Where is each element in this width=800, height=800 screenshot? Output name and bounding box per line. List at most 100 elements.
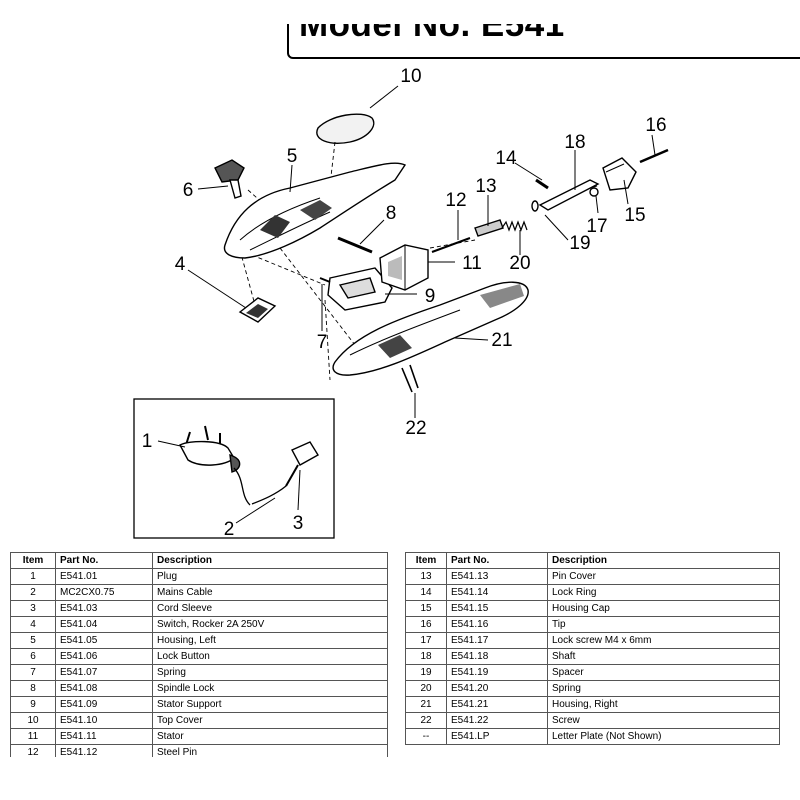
callout-4: 4 (175, 254, 186, 275)
part-switch (238, 297, 277, 323)
callout-1: 1 (142, 431, 153, 452)
cell-part-no: E541.13 (446, 568, 548, 585)
callout-14: 14 (495, 148, 517, 169)
cell-part-no: E541.06 (55, 648, 153, 665)
cell-description: Lock Button (152, 648, 388, 665)
cell-description: Stator (152, 728, 388, 745)
callout-17: 17 (586, 216, 607, 237)
callout-3: 3 (293, 513, 304, 534)
cell-description: Switch, Rocker 2A 250V (152, 616, 388, 633)
callout-15: 15 (624, 205, 645, 226)
cell-item: 2 (10, 584, 56, 601)
cell-part-no: E541.21 (446, 696, 548, 713)
cell-item: 9 (10, 696, 56, 713)
cell-description: Housing, Right (547, 696, 780, 713)
cell-part-no: E541.LP (446, 728, 548, 745)
cell-description: Spring (152, 664, 388, 681)
callout-16: 16 (645, 115, 666, 136)
cell-description: Housing Cap (547, 600, 780, 617)
part-top-cover (316, 113, 375, 144)
cell-part-no: E541.14 (446, 584, 548, 601)
cell-description: Pin Cover (547, 568, 780, 585)
cell-description: Lock screw M4 x 6mm (547, 632, 780, 649)
cell-item: 12 (10, 744, 56, 757)
col-part-no: Part No. (55, 552, 153, 569)
part-lock-screw (589, 187, 599, 197)
cell-item: 6 (10, 648, 56, 665)
cell-part-no: E541.10 (55, 712, 153, 729)
cell-item: 10 (10, 712, 56, 729)
cell-description: Top Cover (152, 712, 388, 729)
cell-item: 3 (10, 600, 56, 617)
inset-box (133, 398, 335, 539)
col-description: Description (152, 552, 388, 569)
part-stator-support (327, 267, 393, 311)
part-pin-cover (474, 219, 504, 237)
cell-item: 18 (405, 648, 447, 665)
callout-12: 12 (445, 190, 466, 211)
part-screws (401, 364, 419, 393)
cell-description: Lock Ring (547, 584, 780, 601)
part-spindle-lock (337, 236, 373, 254)
col-description: Description (547, 552, 780, 569)
part-spacer (531, 200, 539, 212)
cell-item: 13 (405, 568, 447, 585)
callout-5: 5 (287, 146, 298, 167)
cell-item: 21 (405, 696, 447, 713)
cell-part-no: E541.15 (446, 600, 548, 617)
cell-part-no: E541.20 (446, 680, 548, 697)
cell-item: 15 (405, 600, 447, 617)
part-cord-sleeve (285, 441, 319, 487)
cell-part-no: E541.09 (55, 696, 153, 713)
cell-item: 17 (405, 632, 447, 649)
cell-part-no: E541.17 (446, 632, 548, 649)
cell-part-no: E541.04 (55, 616, 153, 633)
part-stator (379, 244, 429, 291)
col-item: Item (405, 552, 447, 569)
col-part-no: Part No. (446, 552, 548, 569)
cell-part-no: E541.16 (446, 616, 548, 633)
cell-item: 7 (10, 664, 56, 681)
callout-13: 13 (475, 176, 496, 197)
model-title: Model No. E541 (299, 24, 565, 44)
cell-part-no: E541.05 (55, 632, 153, 649)
callout-10: 10 (400, 66, 421, 87)
callout-6: 6 (183, 180, 194, 201)
cell-part-no: E541.18 (446, 648, 548, 665)
cell-description: Spacer (547, 664, 780, 681)
col-item: Item (10, 552, 56, 569)
part-shaft (538, 179, 600, 211)
table-header-row: Item Part No. Description (405, 552, 780, 569)
title-box: Model No. E541 (287, 24, 800, 59)
cell-item: 1 (10, 568, 56, 585)
cell-item: 8 (10, 680, 56, 697)
cell-description: Stator Support (152, 696, 388, 713)
cell-item: 22 (405, 712, 447, 729)
cell-description: Tip (547, 616, 780, 633)
cell-item: 4 (10, 616, 56, 633)
cell-part-no: E541.19 (446, 664, 548, 681)
cell-part-no: E541.08 (55, 680, 153, 697)
exploded-diagram: 10 5 6 8 14 13 18 16 12 17 15 19 11 20 4… (133, 66, 669, 540)
part-lock-button (214, 159, 245, 199)
cell-item: 14 (405, 584, 447, 601)
cell-part-no: E541.12 (55, 744, 153, 757)
